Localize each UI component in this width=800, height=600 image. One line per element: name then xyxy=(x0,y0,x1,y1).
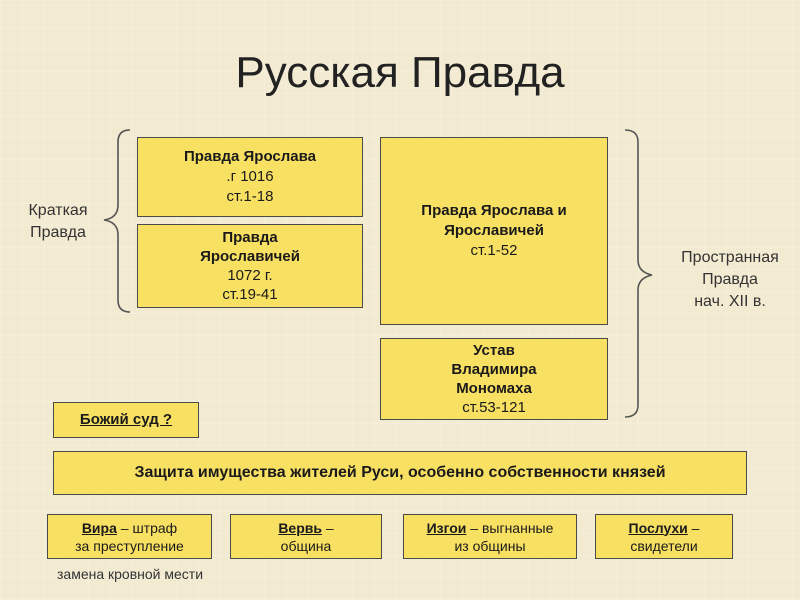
box-pravda-yaroslava-i-yaroslavichey: Правда Ярослава и Ярославичей ст.1-52 xyxy=(380,137,608,325)
box-ustav-monomakha: Устав Владимира Мономаха ст.53-121 xyxy=(380,338,608,420)
extended-pravda-label: Пространная Правда нач. XII в. xyxy=(681,249,779,310)
short-pravda-label: Краткая Правда xyxy=(28,202,88,241)
box-pravda-yaroslava: Правда Ярослава .г 1016 ст.1-18 xyxy=(137,137,363,217)
term-posluhi: Послухи – свидетели xyxy=(595,514,733,559)
box-bozhiy-sud: Божий суд ? xyxy=(53,402,199,438)
left-bracket xyxy=(103,129,131,313)
term-izgoi: Изгои – выгнанные из общины xyxy=(403,514,577,559)
box-pravda-yaroslavichey: Правда Ярославичей 1072 г. ст.19-41 xyxy=(137,224,363,308)
term-verv: Вервь – община xyxy=(230,514,382,559)
term-vira: Вира – штраф за преступление xyxy=(47,514,212,559)
note-blood-revenge: замена кровной мести xyxy=(56,566,204,582)
page-title: Русская Правда xyxy=(235,48,565,97)
right-bracket xyxy=(624,129,653,418)
box-protection: Защита имущества жителей Руси, особенно … xyxy=(53,451,747,495)
